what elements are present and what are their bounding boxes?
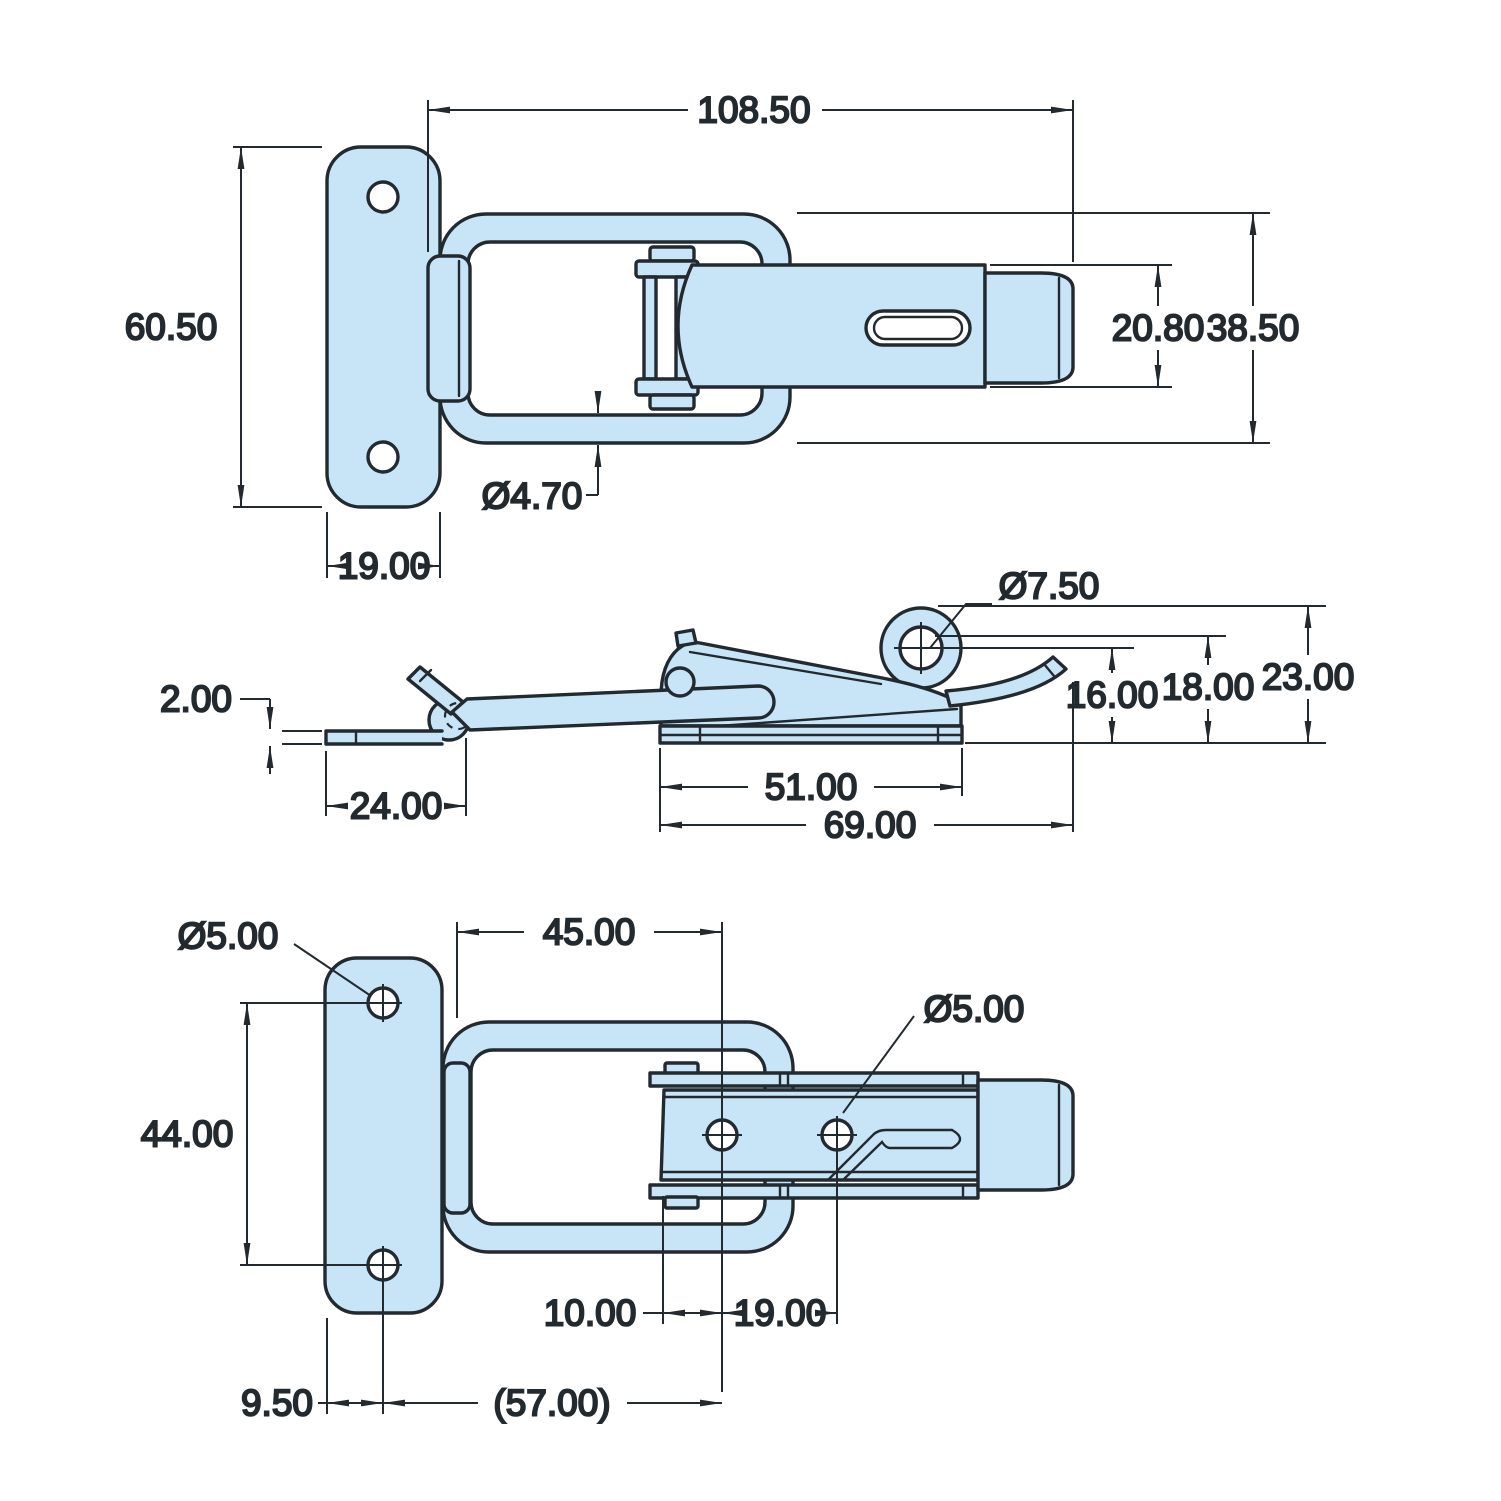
dim-catch-height-label: 18.00 xyxy=(1162,667,1255,708)
latch-frame-top xyxy=(438,212,792,445)
bottom-view: Ø5.00 Ø5.00 45.00 44.00 10.00 xyxy=(140,911,1075,1425)
dim-body-hole-spacing: 19.00 xyxy=(722,1116,838,1335)
dim-base-length-label: 51.00 xyxy=(765,767,858,808)
dim-overall-height: 23.00 xyxy=(938,605,1355,744)
dim-overall-height-label: 23.00 xyxy=(1262,657,1355,698)
dim-wire-diameter: Ø4.70 xyxy=(481,391,602,518)
lever-body-bottom xyxy=(648,1061,1075,1210)
dim-plate-hole-diameter-label: Ø5.00 xyxy=(178,916,279,957)
dim-frame-length: 45.00 xyxy=(456,911,723,1392)
dim-plate-hole-spacing: 44.00 xyxy=(140,1002,402,1266)
lever-lip-side xyxy=(674,628,698,648)
dim-eyelet-diameter-label: Ø7.50 xyxy=(999,566,1100,607)
dim-plate-thickness-label: 2.00 xyxy=(160,679,232,720)
dim-hole-offset: 10.00 xyxy=(543,1196,722,1335)
dim-overall-length: 108.50 xyxy=(427,89,1074,262)
dim-plate-hole-spacing-label: 44.00 xyxy=(141,1114,234,1155)
dim-keeper-length: 24.00 xyxy=(325,738,467,828)
dim-base-length: 51.00 xyxy=(659,748,963,832)
hinge-knuckle-bottom xyxy=(442,1061,472,1215)
dim-plate-height: 60.50 xyxy=(124,146,322,508)
pivot-pin xyxy=(664,666,696,698)
end-cap-top xyxy=(983,271,1075,385)
dim-plate-thickness: 2.00 xyxy=(159,678,322,774)
keeper-mounting-plate-bottom xyxy=(323,956,444,1315)
dim-frame-length-label: 45.00 xyxy=(543,912,636,953)
dim-plate-width: 19.00 xyxy=(326,512,441,588)
dim-body-length: 69.00 xyxy=(660,682,1074,847)
dim-frame-width: 38.50 xyxy=(797,212,1300,444)
dim-keeper-length-label: 24.00 xyxy=(350,786,443,827)
dim-wire-diameter-label: Ø4.70 xyxy=(482,476,583,517)
keeper-side xyxy=(324,665,473,746)
end-cap-bottom xyxy=(976,1078,1075,1192)
top-view: 108.50 60.50 19.00 20.80 38.50 xyxy=(124,89,1301,588)
latch-body-side xyxy=(450,606,1068,745)
latch-frame-bottom xyxy=(441,1020,795,1254)
dim-plate-width-label: 19.00 xyxy=(338,546,431,587)
dim-frame-width-label: 38.50 xyxy=(1207,308,1300,349)
dim-eyelet-center-height: 16.00 xyxy=(894,647,1159,743)
dim-eyelet-diameter: Ø7.50 xyxy=(929,565,1100,649)
dim-edge-to-hole: 9.50 xyxy=(240,1284,384,1425)
dim-lever-width: 20.80 xyxy=(990,264,1205,388)
lever-top xyxy=(676,263,987,389)
hinge-bracket-top xyxy=(426,254,472,403)
dim-plate-hole-diameter: Ø5.00 xyxy=(177,915,372,997)
dim-body-hole-spacing-label: 19.00 xyxy=(734,1293,827,1334)
dim-edge-to-hole-label: 9.50 xyxy=(241,1383,313,1424)
side-view: 2.00 24.00 Ø7.50 16.00 18.00 xyxy=(159,565,1355,847)
dim-plate-height-label: 60.50 xyxy=(125,307,218,348)
dim-lever-width-label: 20.80 xyxy=(1112,308,1205,349)
dim-hole-offset-label: 10.00 xyxy=(544,1293,637,1334)
dim-reference-spacing-label: (57.00) xyxy=(493,1383,610,1424)
dim-reference-spacing: (57.00) xyxy=(383,1382,722,1425)
dim-eyelet-center-height-label: 16.00 xyxy=(1066,675,1159,716)
bail-arm-side xyxy=(450,684,776,732)
spring-catch xyxy=(944,655,1068,708)
handle-slot-bottom xyxy=(826,1128,962,1182)
dim-body-hole-diameter-label: Ø5.00 xyxy=(924,989,1025,1030)
dim-catch-height: 18.00 xyxy=(935,635,1255,743)
dim-overall-length-label: 108.50 xyxy=(697,90,810,131)
dim-body-hole-diameter: Ø5.00 xyxy=(842,988,1025,1114)
lever-slot xyxy=(864,309,972,347)
plate-hole-top xyxy=(366,180,400,214)
keeper-mounting-plate-top xyxy=(325,145,442,509)
dim-body-length-label: 69.00 xyxy=(824,805,917,846)
plate-hole-bottom xyxy=(366,440,400,474)
